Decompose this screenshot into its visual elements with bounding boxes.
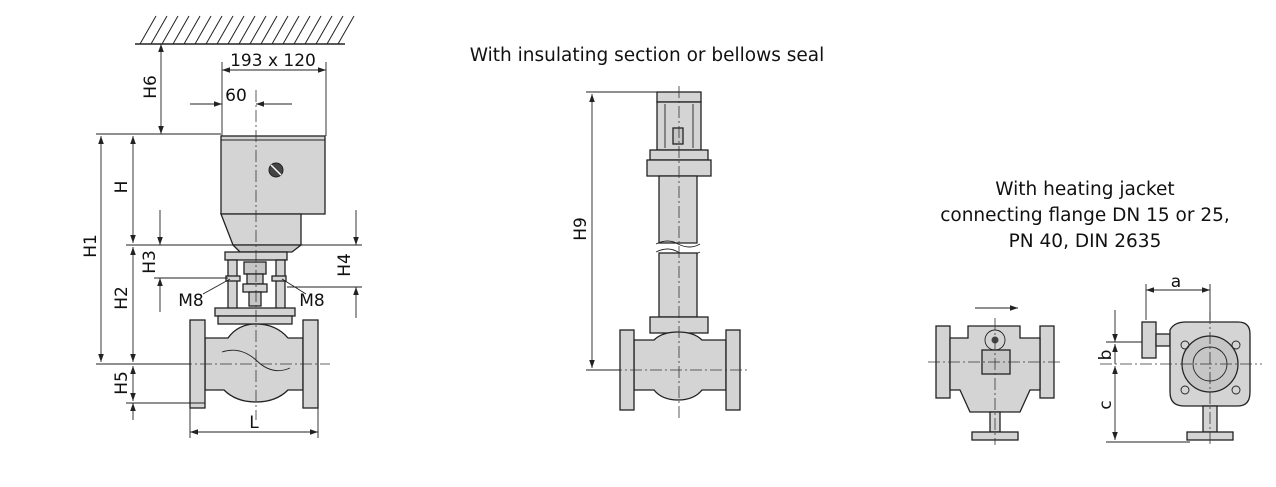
hatch-line xyxy=(205,15,223,45)
actuator-neck xyxy=(231,244,303,253)
dim-h3: H3 xyxy=(140,250,160,274)
dim-c: c xyxy=(1096,400,1116,409)
actuator-lower xyxy=(220,213,302,246)
heating-front-view xyxy=(928,305,1062,445)
hatch-line xyxy=(260,15,278,45)
hatch-line xyxy=(150,15,168,45)
dim-offset: 60 xyxy=(225,86,247,106)
yoke xyxy=(214,251,296,325)
dim-l: L xyxy=(249,413,259,433)
hatch-line xyxy=(238,15,256,45)
hatch-line xyxy=(216,15,234,45)
hatch-line xyxy=(293,15,311,45)
hatch-line xyxy=(271,15,289,45)
dim-h4: H4 xyxy=(335,253,355,277)
dim-h6: H6 xyxy=(141,75,161,99)
hatch-line xyxy=(227,15,245,45)
ceiling-hatch xyxy=(135,15,355,45)
hatch-line xyxy=(183,15,201,45)
hatch-line xyxy=(161,15,179,45)
caption-heating-3: PN 40, DIN 2635 xyxy=(1009,231,1162,252)
dim-h2: H2 xyxy=(112,286,132,310)
hatch-line xyxy=(282,15,300,45)
heating-jacket-view: With heating jacket connecting flange DN… xyxy=(928,179,1262,446)
dim-h: H xyxy=(112,181,132,194)
dim-actuator-size: 193 x 120 xyxy=(230,51,316,71)
hatch-line xyxy=(194,15,212,45)
hatch-line xyxy=(315,15,333,45)
dim-a: a xyxy=(1171,272,1181,292)
caption-heating-1: With heating jacket xyxy=(995,179,1174,200)
caption-heating-2: connecting flange DN 15 or 25, xyxy=(940,205,1230,226)
hatch-line xyxy=(172,15,190,45)
caption-insulating: With insulating section or bellows seal xyxy=(470,45,825,66)
hatch-line xyxy=(326,15,344,45)
hatch-line xyxy=(337,15,355,45)
valve-with-actuator-view: 193 x 120 60 H6 H H1 H2 H3 H4 H5 L M8 M8 xyxy=(81,15,362,438)
dim-h9: H9 xyxy=(571,217,591,241)
hatch-line xyxy=(304,15,322,45)
heating-side-view: a b c xyxy=(1096,272,1262,446)
insulating-section-view: With insulating section or bellows seal … xyxy=(470,45,825,418)
dim-m8-right: M8 xyxy=(299,291,324,311)
dim-b: b xyxy=(1096,350,1116,361)
dim-h1: H1 xyxy=(81,234,101,258)
hatch-line xyxy=(249,15,267,45)
dim-h5: H5 xyxy=(112,371,132,395)
dim-m8-left: M8 xyxy=(178,291,203,311)
hatch-line xyxy=(139,15,157,45)
